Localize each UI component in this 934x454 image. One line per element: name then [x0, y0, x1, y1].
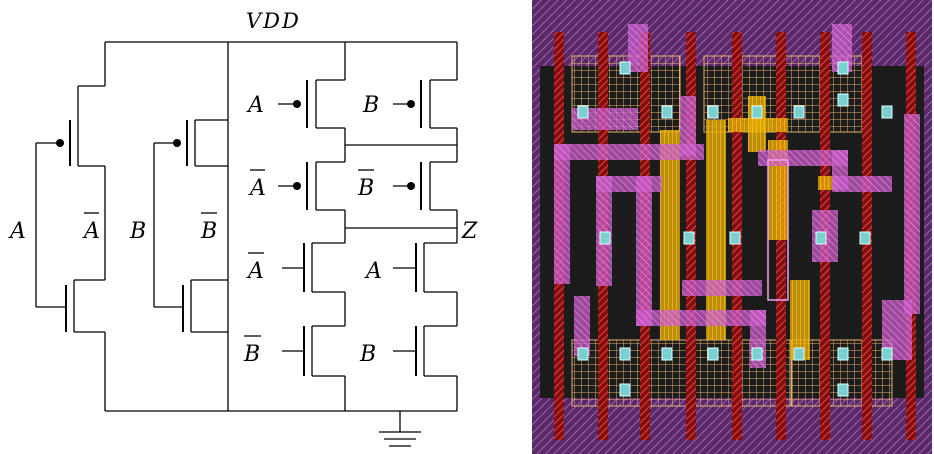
pmos-left-column	[278, 42, 346, 228]
output-z-label: Z	[461, 219, 478, 244]
inverter-b	[153, 42, 229, 411]
gate-label-pmos-top-left: A	[246, 93, 264, 118]
gate-label-pmos-bottom-left-group: A	[248, 169, 266, 201]
pmos-right-column	[393, 42, 458, 240]
xor-schematic: VDD A A	[8, 9, 478, 447]
gate-label-nmos-bottom-right: B	[359, 342, 376, 367]
gate-label-nmos-bottom-left: B	[243, 342, 260, 367]
nmos-right-column	[393, 240, 458, 411]
gate-label-pmos-bottom-right-group: B	[357, 169, 374, 201]
ground-icon	[379, 411, 421, 447]
contacts	[577, 61, 893, 397]
inv-b-output: B	[200, 212, 217, 244]
right-well-edge	[924, 0, 932, 454]
gate-label-nmos-top-left: A	[246, 259, 264, 284]
nmos-left-column	[282, 228, 346, 411]
gate-label-pmos-bottom-left: A	[248, 176, 266, 201]
inv-b-output-label: B	[200, 219, 217, 244]
inv-b-input-label: B	[129, 219, 146, 244]
xor-layout	[532, 0, 932, 454]
gate-label-nmos-bottom-left-group: B	[243, 335, 261, 367]
gate-label-nmos-top-right: A	[364, 259, 382, 284]
inv-a-input-label: A	[8, 219, 26, 244]
inverter-a	[35, 42, 106, 411]
vdd-label: VDD	[246, 9, 301, 33]
left-well-edge	[532, 0, 540, 454]
gate-label-pmos-top-right: B	[362, 93, 379, 118]
inv-a-output-label: A	[82, 219, 100, 244]
gate-label-pmos-bottom-right: B	[357, 176, 374, 201]
inv-a-output: A	[82, 212, 100, 244]
metal1-routing	[554, 24, 920, 368]
gate-label-nmos-top-left-group: A	[246, 252, 264, 284]
